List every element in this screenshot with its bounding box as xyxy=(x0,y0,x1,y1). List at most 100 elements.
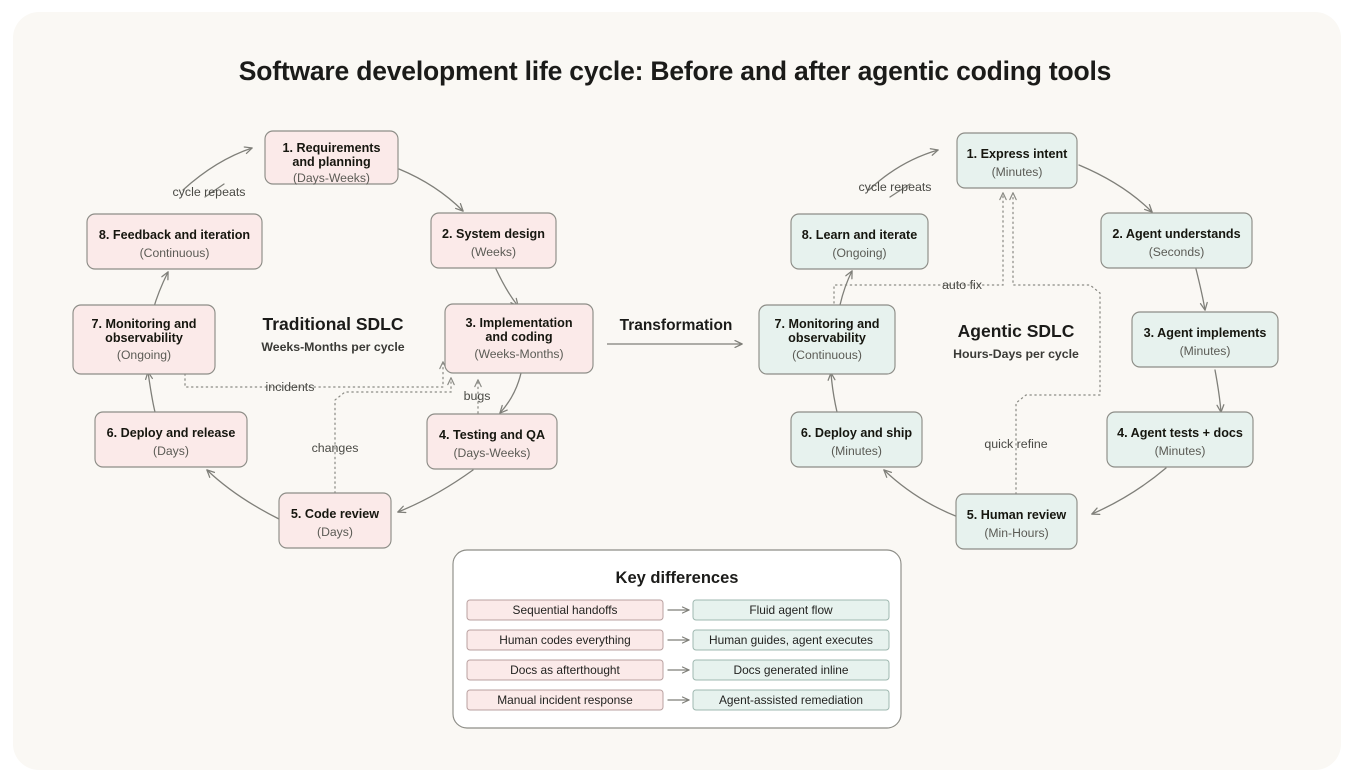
kd-after-label: Human guides, agent executes xyxy=(709,633,873,647)
agentic-node-8[interactable]: 8. Learn and iterate (Ongoing) xyxy=(790,213,929,270)
node-duration: (Days-Weeks) xyxy=(293,171,370,185)
edge-a2-to-a3 xyxy=(1195,268,1208,311)
node-duration: (Continuous) xyxy=(140,246,210,260)
node-title-line2: observability xyxy=(788,331,866,345)
agentic-node-4[interactable]: 4. Agent tests + docs (Minutes) xyxy=(1106,411,1254,468)
transformation-label: Transformation xyxy=(620,317,733,334)
label-changes: changes xyxy=(312,441,359,455)
label-incidents: incidents xyxy=(266,380,315,394)
edge-4-to-5 xyxy=(397,469,474,514)
kd-after-label: Agent-assisted remediation xyxy=(719,693,863,707)
label-auto-fix: auto fix xyxy=(942,278,983,292)
edge-7-to-8 xyxy=(152,271,169,311)
traditional-node-6[interactable]: 6. Deploy and release (Days) xyxy=(94,411,248,468)
traditional-heading: Traditional SDLC xyxy=(263,314,404,334)
node-duration: (Weeks-Months) xyxy=(474,347,563,361)
key-difference-row: Human codes everything Human guides, age… xyxy=(466,629,890,651)
edge-5-to-6 xyxy=(206,469,280,520)
edge-a1-to-a2 xyxy=(1078,164,1153,213)
label-bugs: bugs xyxy=(464,389,491,403)
node-title: 6. Deploy and ship xyxy=(801,426,913,440)
node-title: 1. Requirements xyxy=(283,141,381,155)
edge-a8-to-a1 xyxy=(868,148,939,191)
node-title: 5. Human review xyxy=(967,508,1067,522)
node-title: 1. Express intent xyxy=(967,147,1069,161)
agentic-heading: Agentic SDLC xyxy=(958,321,1075,341)
edge-3-to-4 xyxy=(499,372,522,414)
edge-a6-to-a7 xyxy=(827,372,838,413)
node-duration: (Days-Weeks) xyxy=(454,446,531,460)
kd-after-chip xyxy=(692,629,890,651)
edge-6-to-7 xyxy=(144,371,156,413)
node-duration: (Days) xyxy=(317,525,353,539)
edge-quick-refine xyxy=(1009,192,1101,495)
key-difference-row: Docs as afterthought Docs generated inli… xyxy=(466,659,890,681)
node-duration: (Minutes) xyxy=(992,165,1043,179)
edge-a8-to-a1-tail xyxy=(889,183,911,198)
agentic-node-1[interactable]: 1. Express intent (Minutes) xyxy=(956,132,1078,189)
traditional-node-3[interactable]: 3. Implementation and coding (Weeks-Mont… xyxy=(444,303,594,374)
traditional-node-1[interactable]: 1. Requirements and planning (Days-Weeks… xyxy=(264,130,399,185)
node-title: 5. Code review xyxy=(291,507,379,521)
node-title-line2: and planning xyxy=(292,155,370,169)
node-duration: (Ongoing) xyxy=(117,348,171,362)
kd-after-chip xyxy=(692,659,890,681)
agentic-sdlc-group: Agentic SDLC Hours-Days per cycle cycle … xyxy=(758,132,1279,550)
agentic-node-2[interactable]: 2. Agent understands (Seconds) xyxy=(1100,212,1253,269)
node-duration: (Min-Hours) xyxy=(984,526,1048,540)
node-title: 2. Agent understands xyxy=(1112,227,1240,241)
key-difference-row: Sequential handoffs Fluid agent flow xyxy=(466,599,890,621)
node-title: 8. Learn and iterate xyxy=(802,228,917,242)
kd-after-chip xyxy=(692,599,890,621)
node-title-line2: and coding xyxy=(485,330,552,344)
transformation-connector: Transformation xyxy=(607,317,743,349)
kd-before-chip xyxy=(466,629,664,651)
traditional-node-2[interactable]: 2. System design (Weeks) xyxy=(430,212,557,269)
node-duration: (Minutes) xyxy=(1155,444,1206,458)
node-duration: (Days) xyxy=(153,444,189,458)
agentic-node-3[interactable]: 3. Agent implements (Minutes) xyxy=(1131,311,1279,368)
label-cycle-repeats-agentic: cycle repeats xyxy=(858,180,931,194)
traditional-subheading: Weeks-Months per cycle xyxy=(261,340,404,354)
key-differences-card xyxy=(452,549,902,729)
kd-after-label: Docs generated inline xyxy=(733,663,848,677)
kd-before-label: Docs as afterthought xyxy=(510,663,620,677)
edge-a4-to-a5 xyxy=(1091,467,1167,515)
key-difference-row: Manual incident response Agent-assisted … xyxy=(466,689,890,711)
edge-a5-to-a6 xyxy=(883,469,959,518)
kd-before-chip xyxy=(466,599,664,621)
edge-auto-fix xyxy=(833,192,1007,304)
label-cycle-repeats-traditional: cycle repeats xyxy=(172,185,245,199)
edge-a3-to-a4 xyxy=(1214,369,1225,413)
node-duration: (Minutes) xyxy=(1180,344,1231,358)
agentic-node-6[interactable]: 6. Deploy and ship (Minutes) xyxy=(790,411,923,468)
traditional-node-4[interactable]: 4. Testing and QA (Days-Weeks) xyxy=(426,413,558,470)
edge-2-to-3 xyxy=(495,268,519,307)
edge-a7-to-a8 xyxy=(839,270,853,306)
node-title-line2: observability xyxy=(105,331,183,345)
node-title: 6. Deploy and release xyxy=(107,426,236,440)
edge-incidents xyxy=(184,361,447,388)
node-duration: (Minutes) xyxy=(831,444,882,458)
traditional-node-7[interactable]: 7. Monitoring and observability (Ongoing… xyxy=(72,304,216,375)
node-title: 3. Implementation xyxy=(465,316,572,330)
kd-after-chip xyxy=(692,689,890,711)
kd-after-label: Fluid agent flow xyxy=(749,603,833,617)
node-title: 2. System design xyxy=(442,227,545,241)
agentic-node-5[interactable]: 5. Human review (Min-Hours) xyxy=(955,493,1078,550)
node-title: 4. Testing and QA xyxy=(439,428,545,442)
node-duration: (Seconds) xyxy=(1149,245,1205,259)
key-differences-title: Key differences xyxy=(616,569,739,587)
edge-8-to-1-tail xyxy=(204,183,225,198)
traditional-node-8[interactable]: 8. Feedback and iteration (Continuous) xyxy=(86,213,263,270)
traditional-sdlc-group: Traditional SDLC Weeks-Months per cycle … xyxy=(72,130,594,549)
node-title: 8. Feedback and iteration xyxy=(99,228,250,242)
kd-before-chip xyxy=(466,659,664,681)
label-quick-refine: quick refine xyxy=(984,437,1047,451)
edge-changes xyxy=(334,377,455,494)
agentic-subheading: Hours-Days per cycle xyxy=(953,347,1079,361)
traditional-node-5[interactable]: 5. Code review (Days) xyxy=(278,492,392,549)
agentic-node-7[interactable]: 7. Monitoring and observability (Continu… xyxy=(758,304,896,375)
